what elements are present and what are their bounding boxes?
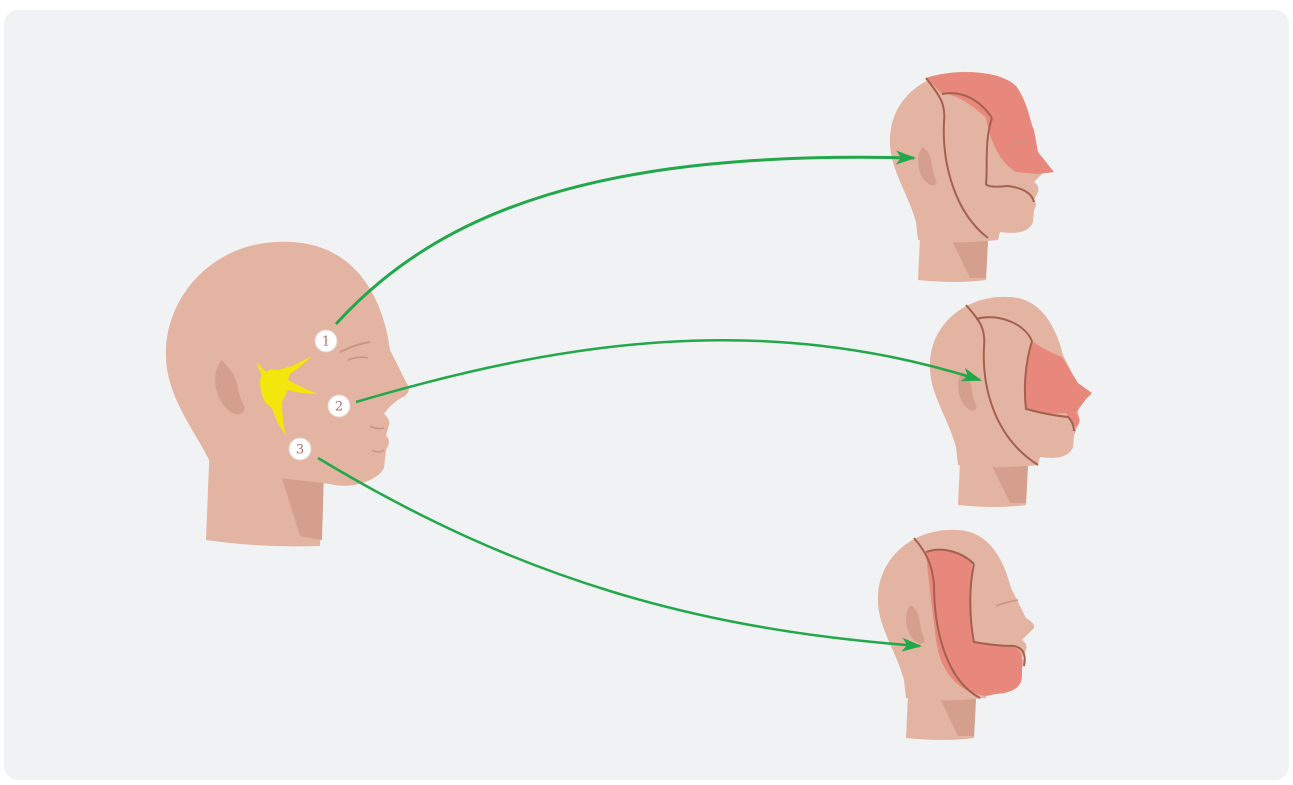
badge-branch-2: 2 [328, 395, 350, 417]
badge-label: 1 [322, 335, 330, 350]
badge-branch-1: 1 [315, 330, 337, 352]
arrow-branch-2 [356, 340, 980, 402]
head-profile-icon [890, 72, 1054, 282]
head-profile-icon [930, 297, 1092, 507]
arrow-branch-1 [336, 157, 914, 324]
badge-branch-3: 3 [289, 438, 311, 460]
badge-label: 3 [296, 443, 304, 458]
badge-label: 2 [335, 400, 343, 415]
head-profile-icon [878, 530, 1034, 740]
arrow-branch-3 [318, 458, 920, 646]
